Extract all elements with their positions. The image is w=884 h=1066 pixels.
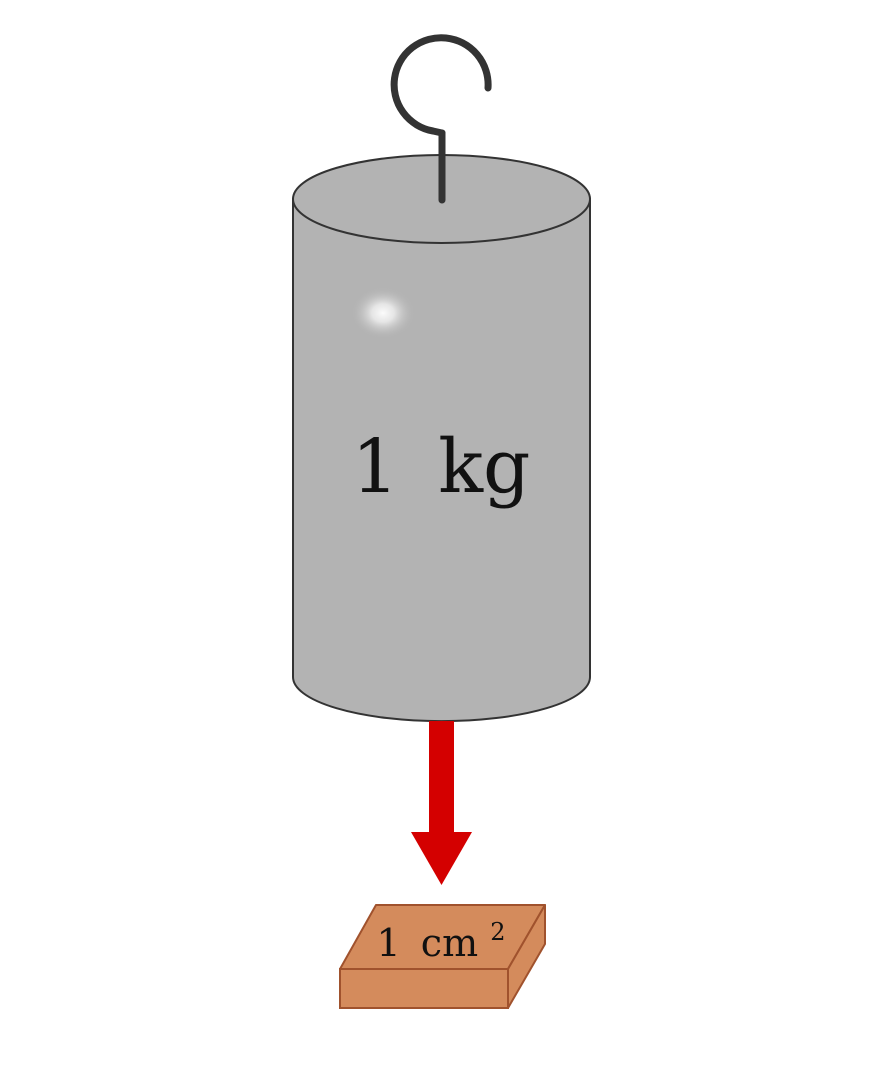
weight-value: 1 (352, 424, 399, 510)
arrow-down-icon (411, 721, 472, 885)
cylinder-weight: 1 kg (292, 129, 591, 723)
area-unit: cm (421, 921, 478, 965)
area-value: 1 (377, 921, 401, 965)
cylinder-highlight (351, 287, 415, 339)
hook-icon (390, 34, 492, 204)
block-front-face (339, 968, 509, 1009)
weight-unit: kg (438, 424, 530, 510)
weight-label: 1 kg (352, 424, 531, 510)
area-block: 1 cm 2 (339, 904, 546, 1009)
area-label: 1 cm 2 (377, 918, 506, 965)
area-exponent: 2 (490, 918, 505, 946)
